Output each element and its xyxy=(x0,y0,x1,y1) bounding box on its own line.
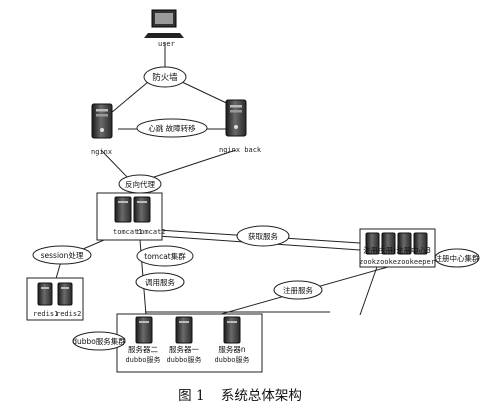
nginx-back-label: nginx back xyxy=(219,146,262,154)
redis2-label: redis2 xyxy=(56,310,81,318)
server2-sub-label: dubbo服务 xyxy=(125,355,160,364)
dubbo-cluster-label: dubbo服务集群 xyxy=(72,336,126,346)
tomcat-cluster-node xyxy=(136,245,194,267)
register-service-label: 注册服务 xyxy=(283,285,313,295)
figure-number: 图 1 xyxy=(178,388,205,404)
tomcat-cluster-label: tomcat集群 xyxy=(144,251,186,261)
tomcat1-label: tomcat1 xyxy=(113,228,143,236)
session-node xyxy=(32,245,92,265)
connection-lines xyxy=(54,42,396,321)
register-service-node xyxy=(273,280,323,300)
firewall-label: 防火墙 xyxy=(152,72,178,83)
session-label: session处理 xyxy=(41,250,84,260)
server1-label: 服务器一 xyxy=(169,344,199,354)
registry-cluster-node xyxy=(434,248,480,268)
call-service-label: 调用服务 xyxy=(145,277,175,287)
server2-icon xyxy=(135,316,153,344)
redis2-server-icon xyxy=(57,282,73,306)
servern-label: 服务器n xyxy=(218,344,245,354)
redis1-server-icon xyxy=(37,282,53,306)
server2-label: 服务器二 xyxy=(128,344,158,354)
call-service-node xyxy=(135,272,185,292)
heartbeat-label: 心跳 故障转移 xyxy=(148,123,196,133)
server1-icon xyxy=(175,316,193,344)
dubbo-cluster-node xyxy=(72,331,126,351)
registry-label: 注册主册(注册中心3 xyxy=(363,245,431,255)
servern-icon xyxy=(223,316,241,344)
nginx-server-icon xyxy=(91,103,113,139)
redis1-label: redis1 xyxy=(33,310,58,318)
zookeeper-label: zookzookezookeeper xyxy=(359,258,435,266)
firewall-node xyxy=(143,66,187,88)
user-label: user xyxy=(158,40,175,48)
registry-server-icon xyxy=(365,232,428,255)
redis-box xyxy=(26,277,84,321)
tomcat1-server-icon xyxy=(114,196,132,223)
get-service-node xyxy=(236,225,290,247)
registry-cluster-label: 注册中心集群 xyxy=(435,253,480,263)
heartbeat-node xyxy=(136,118,208,138)
nginx-label: nginx xyxy=(91,148,112,156)
tomcat2-label: tomcat2 xyxy=(136,228,166,236)
get-service-label: 获取服务 xyxy=(248,231,278,241)
computer-icon xyxy=(144,9,184,38)
figure-caption: 图 1 系统总体架构 xyxy=(0,384,480,404)
server1-sub-label: dubbo服务 xyxy=(166,355,201,364)
servern-sub-label: dubbo服务 xyxy=(214,355,249,364)
figure-title: 系统总体架构 xyxy=(220,388,302,404)
reverse-proxy-label: 反向代理 xyxy=(125,179,155,189)
tomcat2-server-icon xyxy=(133,196,151,223)
diagram-canvas: user 防火墙 nginx nginx back 心跳 故障转移 反向代理 t… xyxy=(26,9,480,373)
nginx-back-server-icon xyxy=(225,99,247,137)
